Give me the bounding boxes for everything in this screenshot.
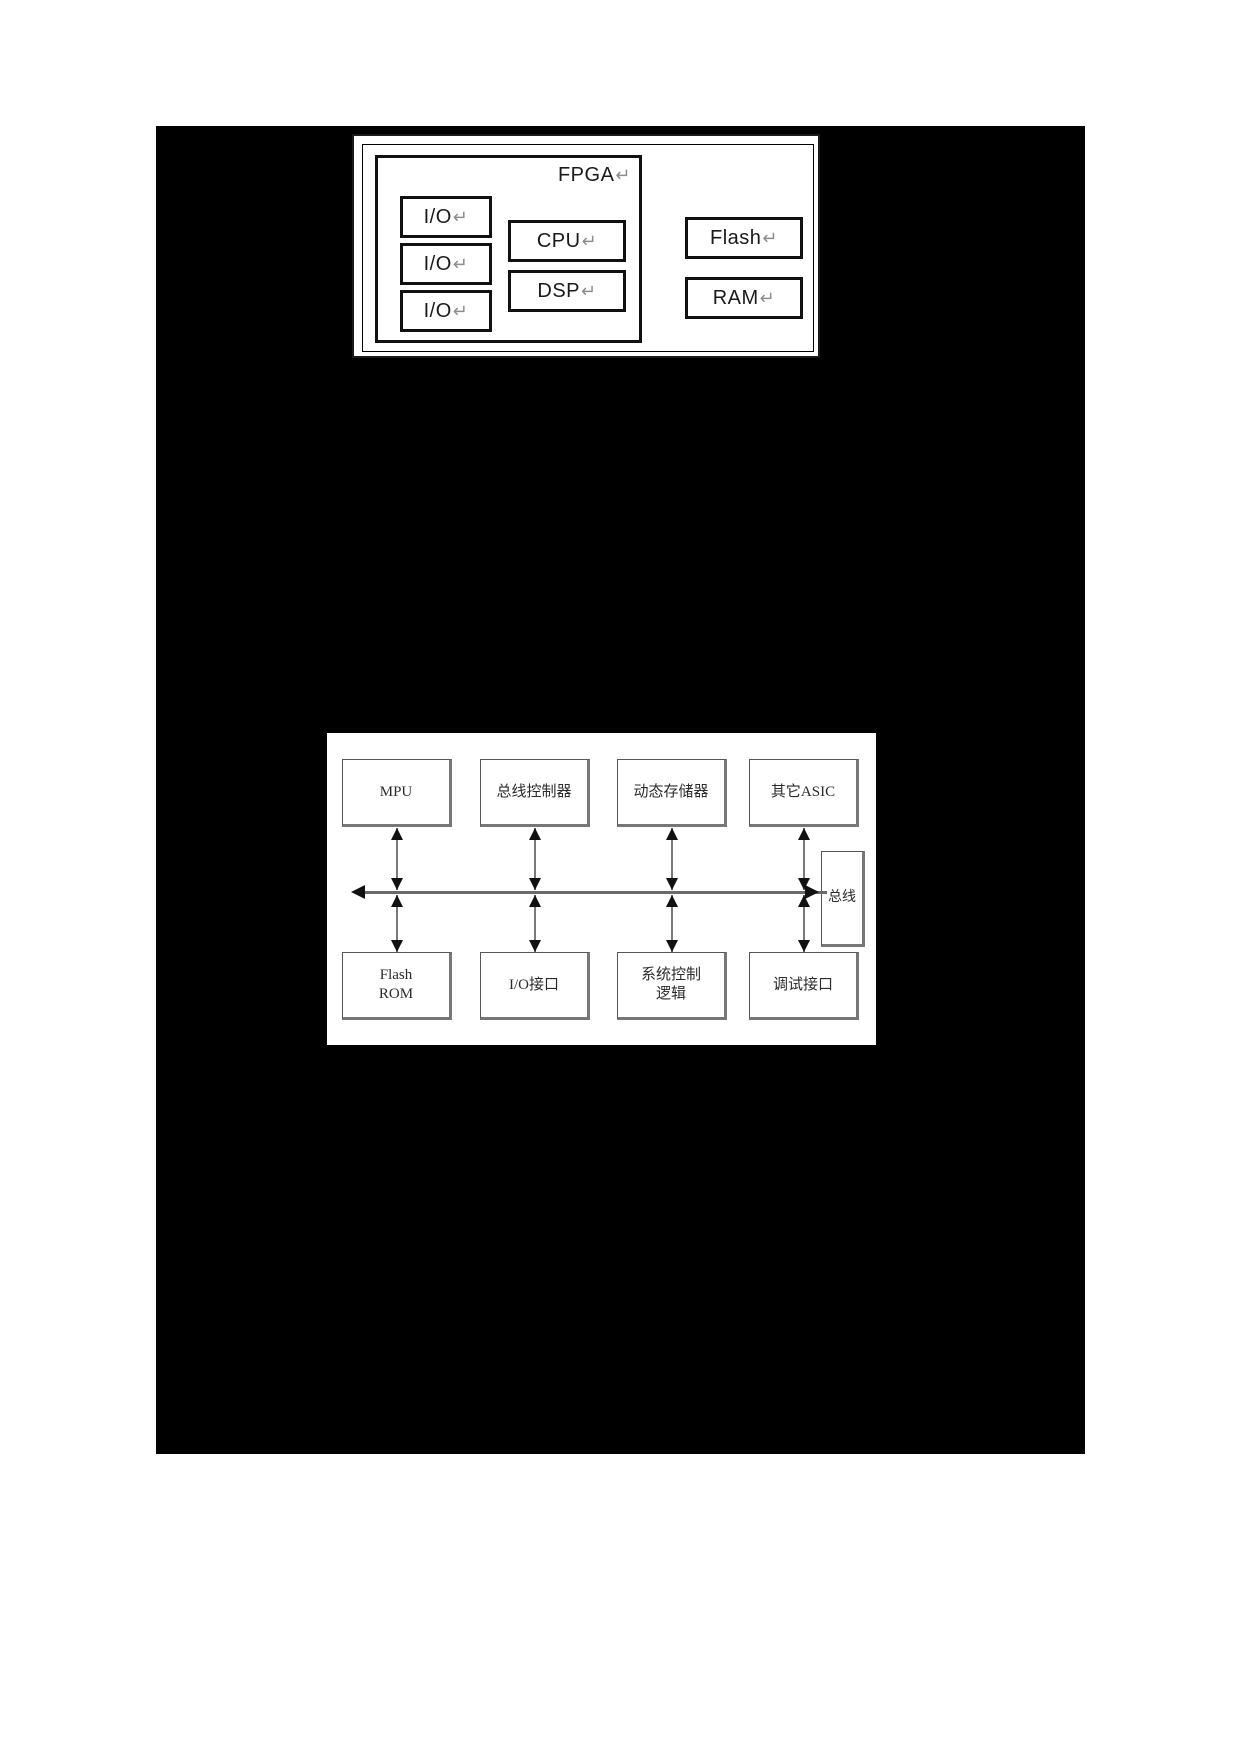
arrowhead-up-icon	[798, 828, 810, 840]
block-ram[interactable]: RAM↵	[685, 277, 803, 319]
return-symbol-icon: ↵	[615, 165, 631, 185]
arrowhead-up-icon	[666, 828, 678, 840]
connector-other-asic-to-bus	[803, 828, 805, 890]
block-flash-rom-line2: ROM	[378, 986, 414, 1002]
fpga-region: FPGA↵ I/O↵ I/O↵ I/O↵ CPU↵ DSP↵	[375, 155, 642, 343]
figure-fpga-inner-frame: FPGA↵ I/O↵ I/O↵ I/O↵ CPU↵ DSP↵ Flash↵ RA…	[362, 144, 814, 352]
block-io-3[interactable]: I/O↵	[400, 290, 492, 332]
block-mpu-label: MPU	[379, 783, 413, 800]
return-symbol-icon: ↵	[581, 280, 597, 301]
arrowhead-down-icon	[391, 878, 403, 890]
arrowhead-up-icon	[529, 895, 541, 907]
block-cpu-label: CPU	[536, 229, 581, 252]
bus-label-box[interactable]: 总线	[821, 851, 865, 947]
block-dynamic-memory-label: 动态存储器	[633, 783, 709, 800]
block-debug-port[interactable]: 调试接口	[749, 952, 859, 1020]
return-symbol-icon: ↵	[759, 287, 776, 308]
connector-bus-controller-to-bus	[534, 828, 536, 890]
fpga-label-text: FPGA	[557, 164, 615, 186]
arrowhead-up-icon	[529, 828, 541, 840]
return-symbol-icon: ↵	[762, 227, 778, 248]
block-other-asic-label: 其它ASIC	[770, 783, 836, 800]
arrowhead-up-icon	[391, 895, 403, 907]
arrowhead-down-icon	[666, 878, 678, 890]
block-dsp[interactable]: DSP↵	[508, 270, 626, 312]
arrowhead-down-icon	[666, 940, 678, 952]
block-flash-rom-line1: Flash	[379, 967, 413, 984]
bus-arrow-left-icon	[351, 885, 365, 899]
arrowhead-up-icon	[798, 895, 810, 907]
block-system-control-line1: 系统控制	[640, 967, 701, 984]
block-other-asic[interactable]: 其它ASIC	[749, 759, 859, 827]
block-cpu[interactable]: CPU↵	[508, 220, 626, 262]
block-ram-label: RAM	[712, 286, 759, 309]
connector-bus-to-system-control	[671, 895, 673, 952]
figure-fpga-soc: FPGA↵ I/O↵ I/O↵ I/O↵ CPU↵ DSP↵ Flash↵ RA…	[352, 134, 820, 358]
arrowhead-down-icon	[798, 940, 810, 952]
bus-label-text: 总线	[828, 890, 856, 906]
connector-mpu-to-bus	[396, 828, 398, 890]
fpga-region-label: FPGA↵	[558, 164, 631, 187]
block-io-3-label: I/O	[423, 299, 452, 322]
block-flash-label: Flash	[710, 226, 762, 249]
arrowhead-down-icon	[798, 878, 810, 890]
block-system-control-line2: 逻辑	[655, 986, 686, 1002]
block-dynamic-memory[interactable]: 动态存储器	[617, 759, 727, 827]
connector-bus-to-io-port	[534, 895, 536, 952]
return-symbol-icon: ↵	[452, 253, 469, 274]
block-bus-controller-label: 总线控制器	[496, 783, 572, 800]
block-dsp-label: DSP	[537, 279, 581, 302]
block-io-1-label: I/O	[423, 205, 452, 228]
return-symbol-icon: ↵	[452, 300, 469, 321]
arrowhead-down-icon	[391, 940, 403, 952]
return-symbol-icon: ↵	[581, 230, 598, 251]
block-io-2[interactable]: I/O↵	[400, 243, 492, 285]
arrowhead-down-icon	[529, 878, 541, 890]
block-mpu[interactable]: MPU	[342, 759, 452, 827]
block-flash[interactable]: Flash↵	[685, 217, 803, 259]
connector-bus-to-flash-rom	[396, 895, 398, 952]
connector-bus-to-debug-port	[803, 895, 805, 952]
arrowhead-down-icon	[529, 940, 541, 952]
block-bus-controller[interactable]: 总线控制器	[480, 759, 590, 827]
block-io-port-label: I/O接口	[509, 976, 559, 993]
block-system-control-logic-label: 系统控制逻辑	[641, 966, 701, 1004]
block-system-control-logic[interactable]: 系统控制逻辑	[617, 952, 727, 1020]
return-symbol-icon: ↵	[452, 206, 469, 227]
block-debug-port-label: 调试接口	[772, 976, 833, 993]
arrowhead-up-icon	[391, 828, 403, 840]
connector-dynamic-memory-to-bus	[671, 828, 673, 890]
arrowhead-up-icon	[666, 895, 678, 907]
system-bus-line	[364, 891, 827, 894]
block-io-1[interactable]: I/O↵	[400, 196, 492, 238]
block-io-port[interactable]: I/O接口	[480, 952, 590, 1020]
block-io-2-label: I/O	[423, 252, 452, 275]
